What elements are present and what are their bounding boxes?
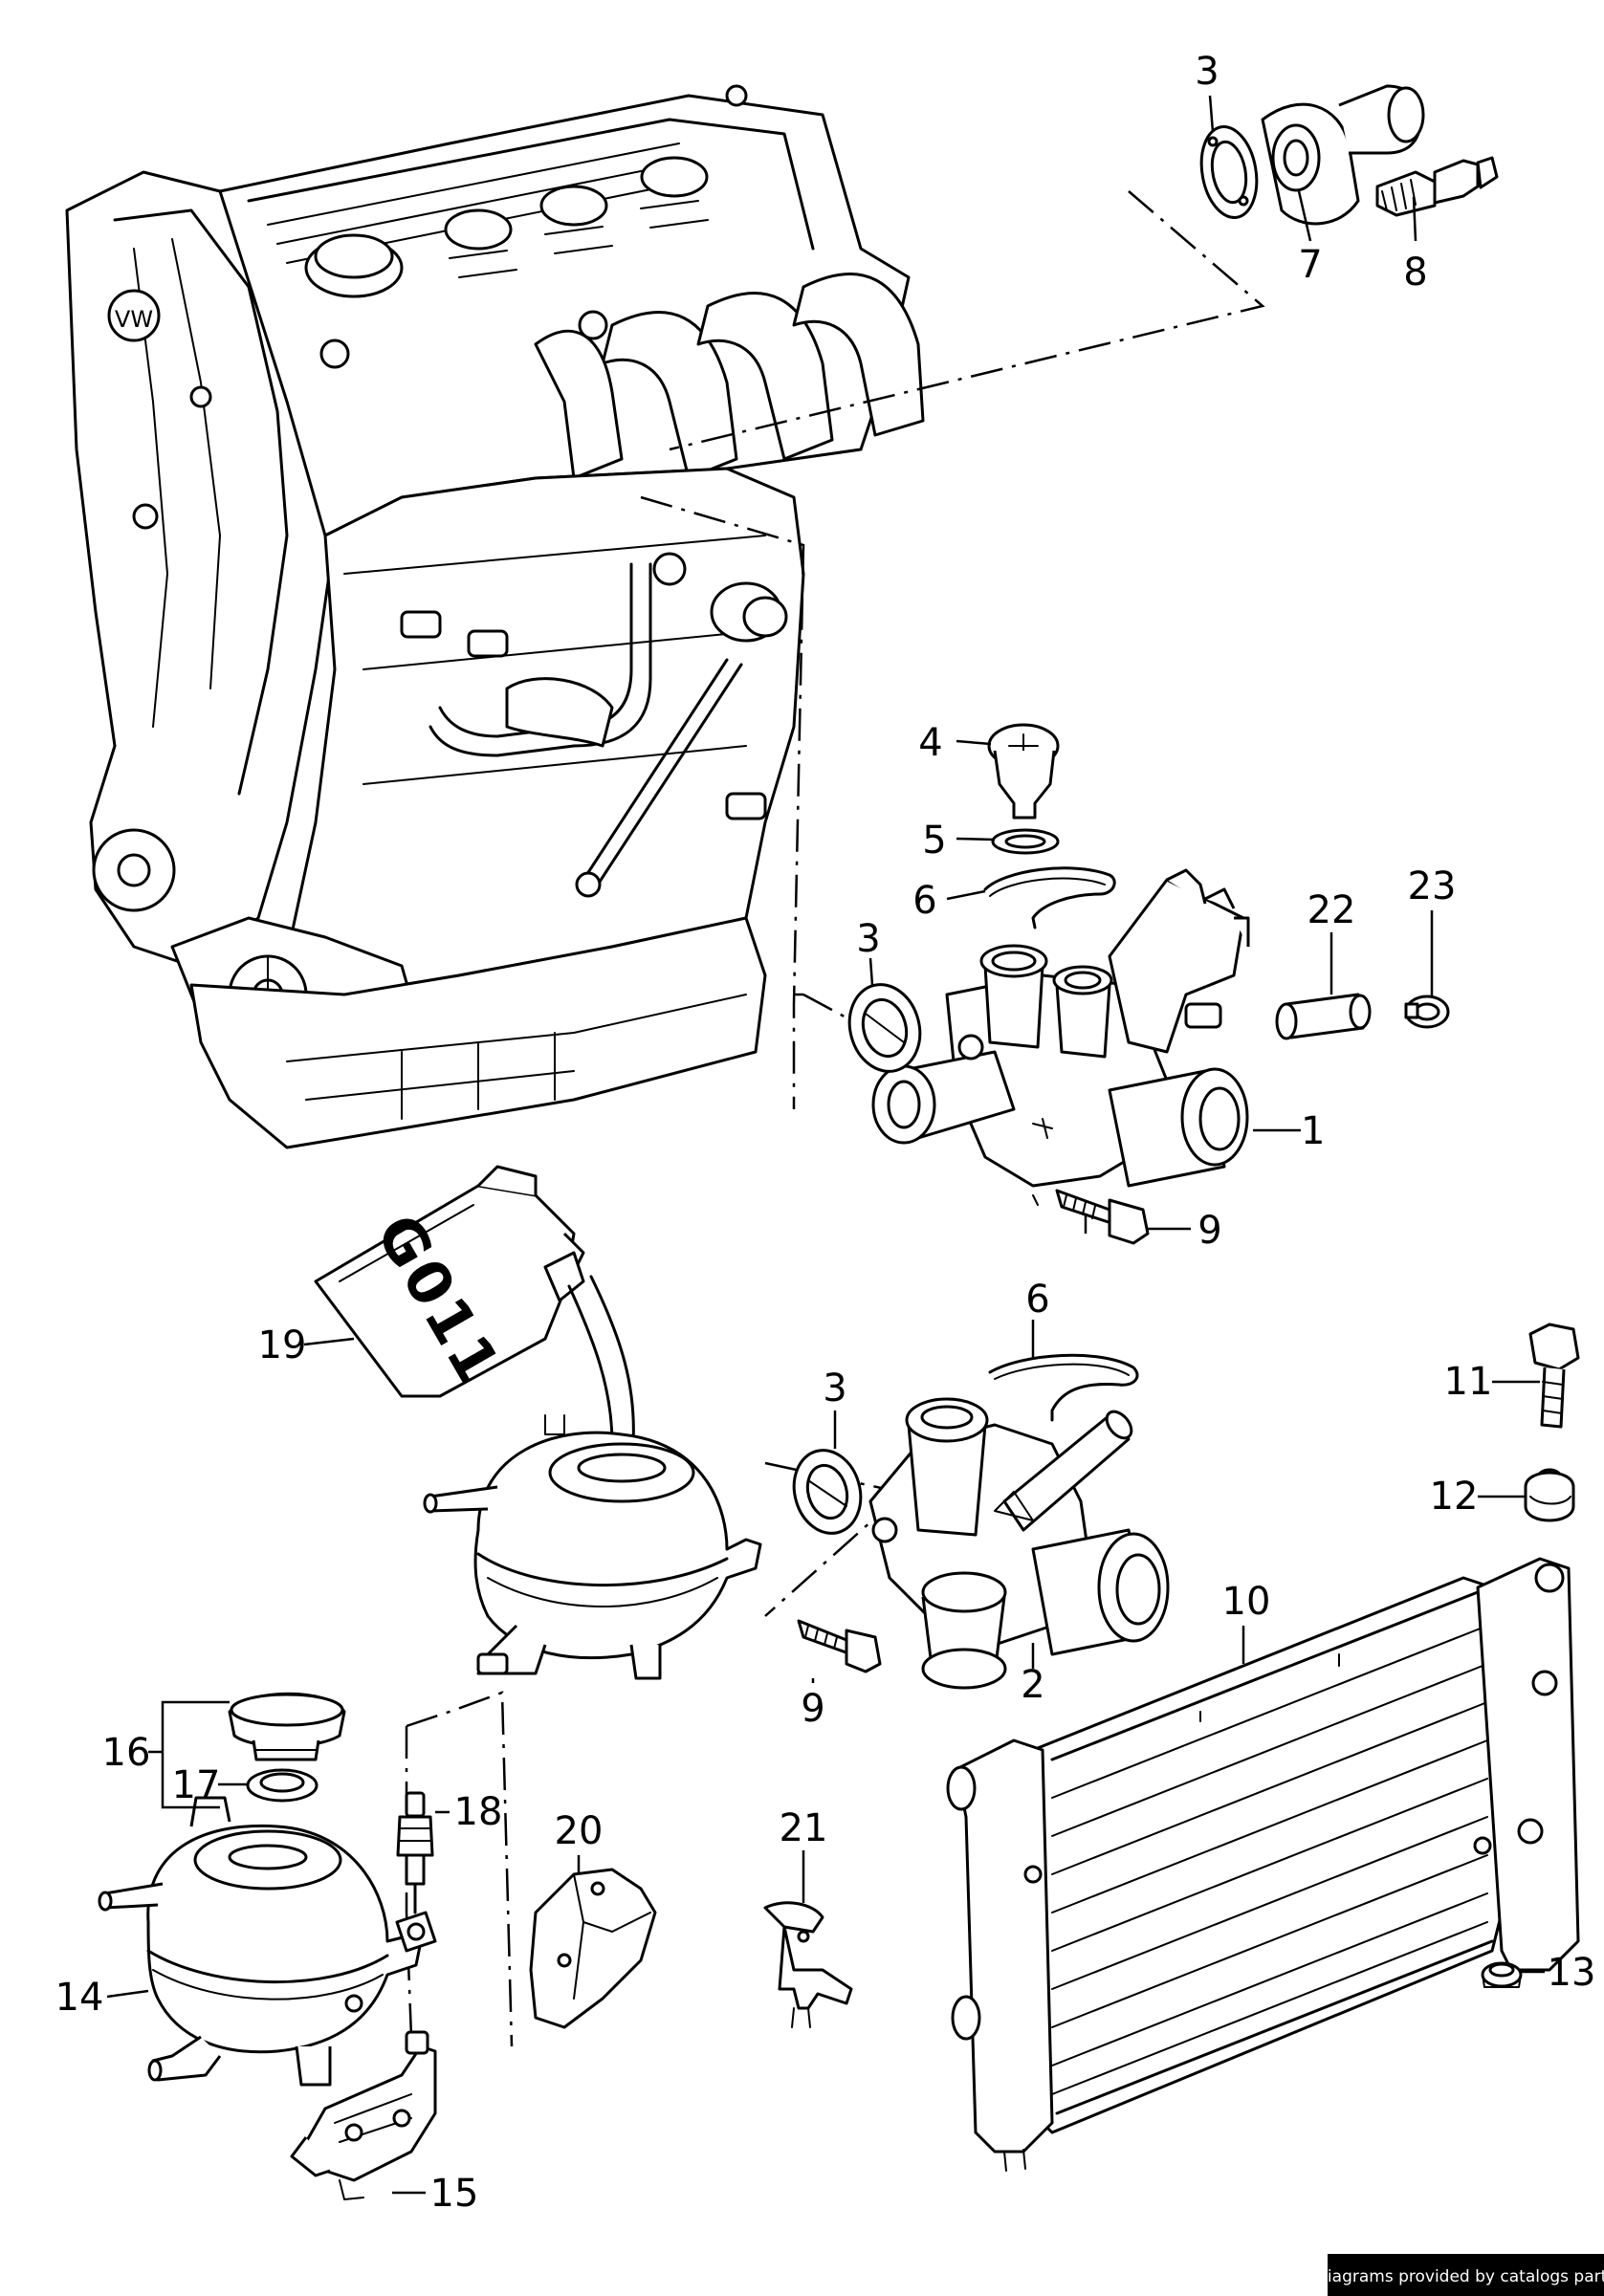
retaining-clip-part-6-lower[interactable]: [988, 1353, 1139, 1422]
callout-10: 10: [1222, 1580, 1271, 1624]
callout-19: 19: [258, 1323, 307, 1367]
bracket-part-18[interactable]: [529, 1868, 657, 2029]
callout-15: 16: [102, 1731, 151, 1775]
bolt-part-9-upper[interactable]: [1055, 1189, 1150, 1245]
credit-badge: Diagrams provided by catalogs parts: [1315, 2254, 1604, 2296]
callout-20: 15: [430, 2172, 479, 2216]
temp-sensor-part-8[interactable]: [1375, 156, 1499, 217]
callout-21: 21: [780, 1806, 828, 1850]
expansion-tank-part-14[interactable]: [98, 1796, 423, 2087]
callout-22: 22: [1307, 888, 1356, 932]
credit-text: Diagrams provided by catalogs parts: [1315, 2267, 1604, 2286]
callout-3-top: 3: [1195, 50, 1219, 94]
callout-5: 5: [922, 819, 946, 863]
o-ring-part-5[interactable]: [991, 828, 1060, 855]
radiator-part-10[interactable]: [946, 1557, 1580, 2172]
mount-plate-near-tank[interactable]: [395, 1911, 437, 1953]
callout-6-upper: 6: [912, 879, 936, 923]
cap-part-15[interactable]: [228, 1692, 346, 1761]
level-sender-part-17[interactable]: [396, 1791, 434, 1914]
callout-8: 8: [1403, 251, 1427, 295]
bolt-part-11[interactable]: [1528, 1323, 1580, 1429]
leader-lines: [106, 95, 1545, 2195]
rubber-grommet-part-13[interactable]: [1481, 1961, 1523, 1988]
callout-13: 13: [1548, 1951, 1596, 1995]
seal-part-16[interactable]: [246, 1768, 319, 1803]
vw-badge: VW: [107, 289, 161, 342]
callout-1: 1: [1301, 1109, 1325, 1153]
callout-11: 11: [1444, 1360, 1493, 1404]
callout-9-upper: 9: [1198, 1209, 1221, 1253]
callout-4: 4: [918, 721, 942, 765]
bracket-part-20[interactable]: [290, 2030, 437, 2200]
callout-3-middle: 3: [856, 917, 880, 961]
engine-block[interactable]: VW: [65, 84, 925, 1149]
callout-23: 23: [1408, 864, 1457, 908]
callout-6-lower: 6: [1025, 1278, 1049, 1322]
callout-numbers: 3 7 8 4 5 6 3 22 23 1 9 19 6 3 11 12 10 …: [55, 50, 1596, 2216]
callout-12: 12: [1430, 1475, 1479, 1519]
gasket-part-3-middle[interactable]: [840, 976, 929, 1080]
coolant-canister-part-19[interactable]: G011: [314, 1165, 635, 1479]
hose-part-22[interactable]: [1275, 993, 1372, 1040]
gasket-top[interactable]: [1195, 122, 1263, 222]
callout-17: 18: [454, 1790, 503, 1834]
expansion-tank-upper[interactable]: [423, 1414, 762, 1680]
callout-16: 17: [172, 1763, 221, 1807]
callout-7: 7: [1298, 243, 1322, 287]
gasket-part-3-lower[interactable]: [785, 1443, 869, 1542]
hose-clip-part-23[interactable]: [1404, 995, 1450, 1029]
thermostat-flange-part-7[interactable]: [1261, 84, 1425, 226]
retaining-clip-part-6-upper[interactable]: [983, 866, 1116, 929]
callout-2: 2: [1021, 1663, 1044, 1707]
callout-3-lower: 3: [823, 1367, 846, 1410]
coolant-flange-part-2[interactable]: [868, 1397, 1170, 1690]
sealing-plug-part-4[interactable]: [987, 723, 1060, 820]
bracket-part-21[interactable]: [763, 1901, 853, 2028]
vw-badge-text: VW: [115, 306, 153, 333]
rubber-mount-part-12[interactable]: [1524, 1468, 1575, 1522]
bolt-part-9-lower[interactable]: [797, 1619, 882, 1673]
coolant-flange-part-1[interactable]: [871, 868, 1250, 1206]
callout-14: 14: [55, 1976, 104, 2020]
callout-9-lower: 9: [801, 1687, 824, 1731]
callout-18: 20: [555, 1809, 604, 1853]
